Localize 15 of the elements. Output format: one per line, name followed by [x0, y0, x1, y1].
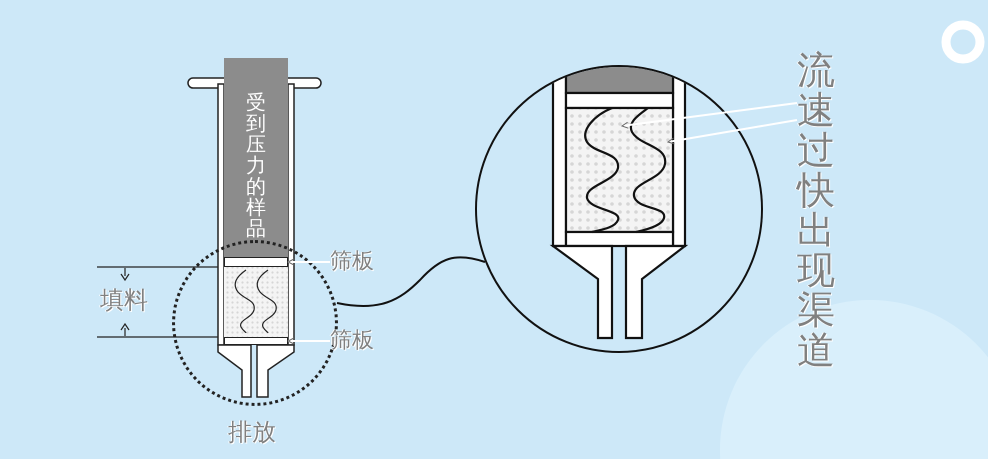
leader-line — [288, 338, 330, 344]
text-label: 排放 — [228, 420, 276, 444]
connector-line — [336, 256, 486, 307]
leader-line — [668, 119, 798, 144]
text-label: 填料 — [100, 288, 148, 312]
frit-plate — [224, 337, 288, 345]
frit-label: 筛板 — [330, 251, 380, 275]
frit-label: 筛板 — [330, 330, 380, 354]
flow-channel — [628, 108, 668, 232]
plunger-box: 受到压力的样品 — [224, 58, 288, 257]
channel-label: 流速过快出现渠道 — [797, 50, 837, 370]
leader-line — [288, 258, 330, 266]
leader-line — [622, 102, 798, 129]
flow-channel — [582, 108, 622, 232]
frit-plate — [224, 257, 288, 267]
